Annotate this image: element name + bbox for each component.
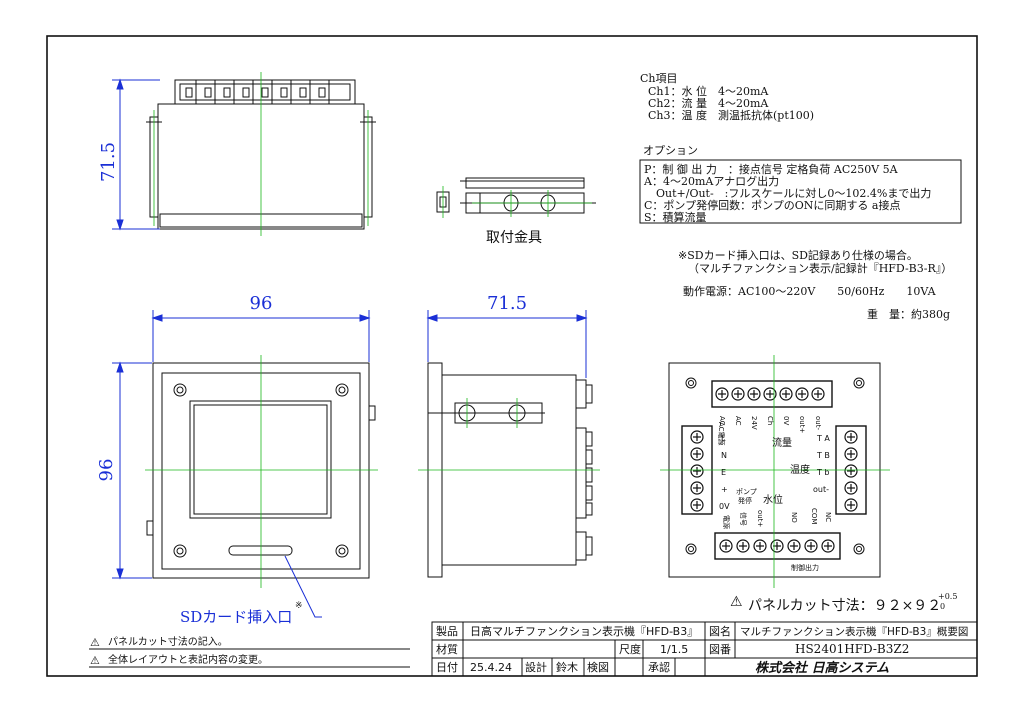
pump-label: ポンプ <box>736 488 757 496</box>
front-centerlines <box>145 355 378 588</box>
option-c: C：ポンプ発停回数：ポンプのONに同期する a接点 <box>644 198 900 212</box>
sd-slot-mark: ※ <box>295 601 303 611</box>
dim-front-height-label: 96 <box>96 459 117 482</box>
ov-label: 0V <box>719 502 730 511</box>
ace-label: E <box>721 468 726 477</box>
revision-1-text: パネルカット寸法の記入。 <box>108 635 228 648</box>
sd-slot <box>228 545 293 556</box>
top-label-ac-1: AC <box>718 416 726 426</box>
top-label-out-plus: out+ <box>798 416 806 433</box>
ch-header: Ch項目 <box>640 72 678 85</box>
title-block <box>431 621 978 677</box>
power-spec: 動作電源：AC100～220V 50/60Hz 10VA <box>683 284 937 298</box>
top-label-out-minus: out- <box>814 416 822 430</box>
top-height-dimension <box>112 78 160 231</box>
bottom-label-com: COM <box>810 508 818 524</box>
left-side-label: AC電源 <box>717 422 726 446</box>
side-width-dimension <box>426 310 588 378</box>
acn-label: N <box>721 451 727 460</box>
bottom-label-signal: 信号 <box>739 512 748 526</box>
control-out-label: 制御出力 <box>791 563 819 572</box>
bracket-centerlines <box>442 186 592 218</box>
plus-label: + <box>721 485 728 494</box>
top-label-ac-2: AC <box>734 416 742 426</box>
sd-note-2: （マルチファンクション表示/記録計『HFD-B3-R』） <box>688 261 952 275</box>
tb-scale: 1/1.5 <box>660 643 688 656</box>
option-p: P：制 御 出 力 ：接点信号 定格負荷 AC250V 5A <box>644 162 899 176</box>
level-label: 水位 <box>763 493 783 506</box>
sd-slot-label: SDカード挿入口 <box>180 608 292 626</box>
options-header: オプション <box>643 144 698 157</box>
revision-block: ⚠ パネルカット寸法の記入。 ⚠ 全体レイアウトと表記内容の変更。 <box>89 635 410 668</box>
top-label-24v: 24V <box>750 416 758 430</box>
panel-cut-warn-icon: ⚠ <box>730 594 743 610</box>
spec-block: Ch項目 Ch1：水 位 4～20mA Ch2：流 量 4～20mA Ch3：温… <box>639 72 962 321</box>
panel-cut-label: パネルカット寸法：９２×９２ <box>748 598 941 614</box>
bottom-label-power: 電源 <box>722 515 731 529</box>
option-a: A：4～20mAアナログ出力 <box>643 174 779 188</box>
tb-scale-label: 尺度 <box>619 642 641 656</box>
front-height-dimension <box>112 361 152 580</box>
terminal-labels: 流量 温度 水位 ポンプ 発停 T A T B T b out- L N E +… <box>717 416 832 572</box>
dim-side-width-label: 71.5 <box>487 293 527 314</box>
tb-product: 日高マルチファンクション表示機『HFD-B3』 <box>470 624 698 638</box>
tb-designer: 鈴木 <box>556 660 578 674</box>
tb-design-label: 設計 <box>525 660 547 674</box>
ch2-line: Ch2：流 量 4～20mA <box>648 96 769 110</box>
tb-number: HS2401HFD-B3Z2 <box>795 642 909 656</box>
tb-date: 25.4.24 <box>470 661 512 674</box>
tb-product-label: 製品 <box>436 624 458 638</box>
tb-approve-label: 承認 <box>648 660 670 674</box>
panel-cut-tol-plus: +0.5 <box>938 592 957 601</box>
tb-number-label: 図番 <box>709 643 731 656</box>
out-minus-label: out- <box>813 485 829 494</box>
tb-drawing: マルチファンクション表示機『HFD-B3』概要図 <box>740 625 968 638</box>
side-centerlines <box>418 398 600 471</box>
tb-date-label: 日付 <box>436 661 458 674</box>
front-width-dimension <box>151 310 371 362</box>
acl-label: L <box>721 434 726 443</box>
sd-note-1: ※SDカード挿入口は、SD記録あり仕様の場合。 <box>678 248 918 262</box>
rear-centerlines <box>660 355 890 588</box>
tb-material-label: 材質 <box>436 642 458 656</box>
ta-label: T A <box>816 434 830 443</box>
flow-label: 流量 <box>772 436 792 449</box>
panel-cut-tol-zero: 0 <box>940 602 945 611</box>
ch1-line: Ch1：水 位 4～20mA <box>648 84 769 98</box>
pump-label-2: 発停 <box>738 496 752 505</box>
dim-top-height-label: 71.5 <box>98 142 119 182</box>
tb-check-label: 検図 <box>587 660 609 674</box>
weight-spec: 重 量：約380g <box>867 307 950 321</box>
tb-company: 株式会社 日高システム <box>755 660 889 676</box>
tb-drawing-label: 図名 <box>709 624 731 638</box>
bottom-label-no: NO <box>790 512 798 523</box>
top-view-centerlines <box>153 72 369 236</box>
option-a-detail: Out+/Out- :フルスケールに対し0～102.4%まで出力 <box>656 186 931 200</box>
tb2-label: T b <box>816 468 830 477</box>
bracket-label: 取付金具 <box>486 230 542 246</box>
top-label-ch: Ch <box>766 416 774 425</box>
mounting-bracket <box>436 177 596 214</box>
sheet-border <box>46 35 978 677</box>
sd-leader <box>284 555 322 618</box>
title-block-text: 製品 日高マルチファンクション表示機『HFD-B3』 図名 マルチファンクション… <box>436 624 968 676</box>
dim-front-width-label: 96 <box>250 293 273 314</box>
temp-label: 温度 <box>790 463 810 476</box>
tb-label: T B <box>816 451 830 460</box>
revision-2-text: 全体レイアウトと表記内容の変更。 <box>108 653 268 666</box>
ch3-line: Ch3：温 度 測温抵抗体(pt100) <box>648 108 814 122</box>
revision-1-icon: ⚠ <box>90 636 100 649</box>
options-box <box>639 159 962 224</box>
revision-2-icon: ⚠ <box>90 654 100 667</box>
top-label-0v: 0V <box>782 416 790 425</box>
option-s: S：積算流量 <box>644 210 707 224</box>
terminal-screws <box>690 387 858 553</box>
bottom-label-out-plus: out+ <box>756 510 764 527</box>
bottom-label-nc: NC <box>824 512 832 522</box>
